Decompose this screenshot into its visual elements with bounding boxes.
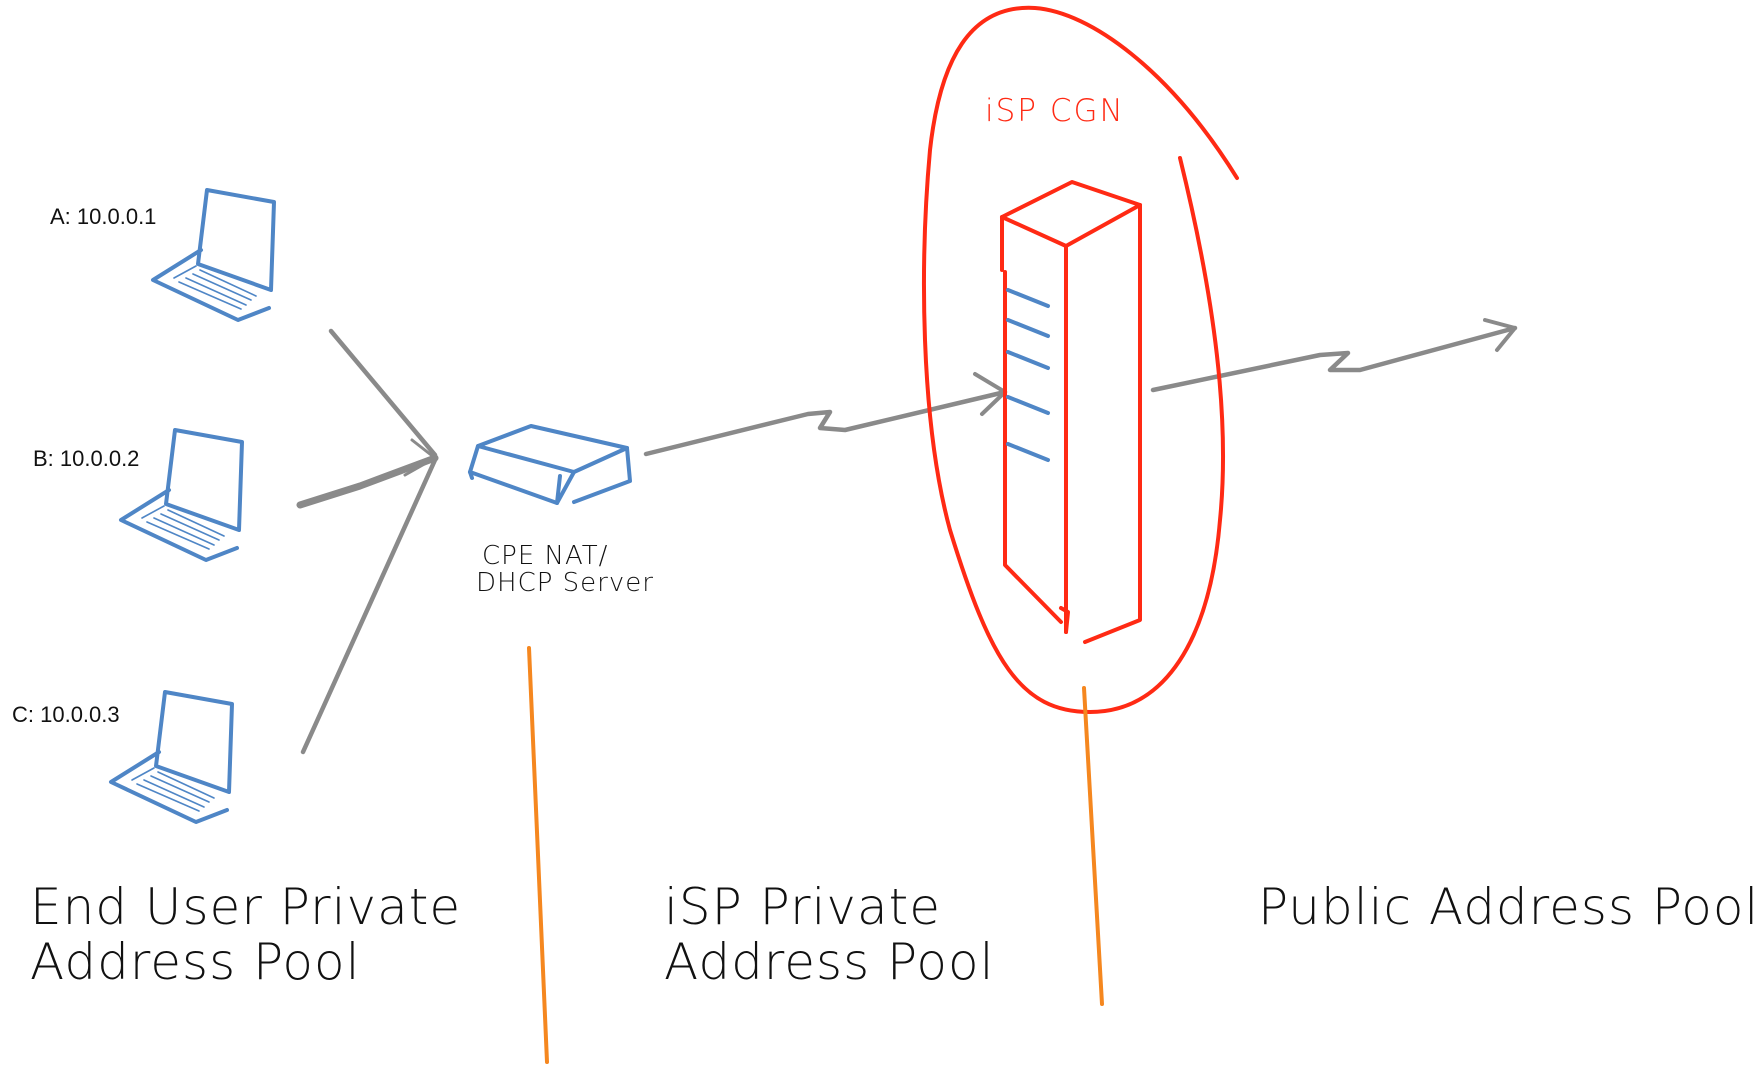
zone-end-user: End User Private Address Pool	[30, 878, 478, 991]
zone-public-line-1: Public Address Pool	[1258, 878, 1759, 936]
host-a-label: A: 10.0.0.1	[50, 204, 156, 229]
divider-left	[527, 646, 549, 1064]
network-links	[296, 318, 1518, 755]
isp-cgn: iSP CGN	[922, 5, 1239, 714]
host-c: C: 10.0.0.3	[12, 690, 234, 824]
divider-right	[1082, 686, 1104, 1006]
link-c-to-cpe	[300, 457, 438, 755]
zone-isp-private-line-2: Address Pool	[664, 933, 994, 991]
cpe-router: CPE NAT/ DHCP Server	[468, 424, 654, 598]
cpe-label-line-2: DHCP Server	[476, 568, 654, 598]
link-cgn-to-internet	[1150, 325, 1518, 393]
zone-end-user-line-2: Address Pool	[30, 933, 360, 991]
host-a: A: 10.0.0.1	[50, 188, 276, 322]
zone-isp-private-line-1: iSP Private	[664, 878, 941, 936]
zone-end-user-line-1: End User Private	[30, 878, 461, 936]
laptop-icon	[151, 188, 276, 322]
link-cpe-to-cgn	[643, 389, 1008, 457]
router-icon	[468, 424, 632, 505]
server-tower-icon	[1000, 180, 1142, 644]
cgn-enclosure	[922, 5, 1239, 714]
laptop-icon	[109, 690, 234, 824]
host-c-label: C: 10.0.0.3	[12, 702, 120, 727]
svg-text:CPE NAT/ DHCP Server: CPE NAT/ DHCP Server	[476, 541, 654, 598]
arrowhead-cpe	[403, 438, 437, 477]
zone-dividers	[527, 646, 1104, 1064]
cpe-label-line-1: CPE NAT/	[482, 541, 608, 571]
zone-public: Public Address Pool	[1258, 878, 1759, 936]
host-b: B: 10.0.0.2	[33, 428, 244, 562]
host-b-label: B: 10.0.0.2	[33, 446, 139, 471]
server-drive-bays	[1006, 288, 1050, 462]
arrowhead-internet	[1483, 318, 1517, 352]
zone-isp-private: iSP Private Address Pool	[664, 878, 994, 991]
link-a-to-cpe	[328, 328, 438, 458]
cgn-label: iSP CGN	[985, 93, 1125, 129]
link-b-to-cpe	[296, 454, 439, 509]
